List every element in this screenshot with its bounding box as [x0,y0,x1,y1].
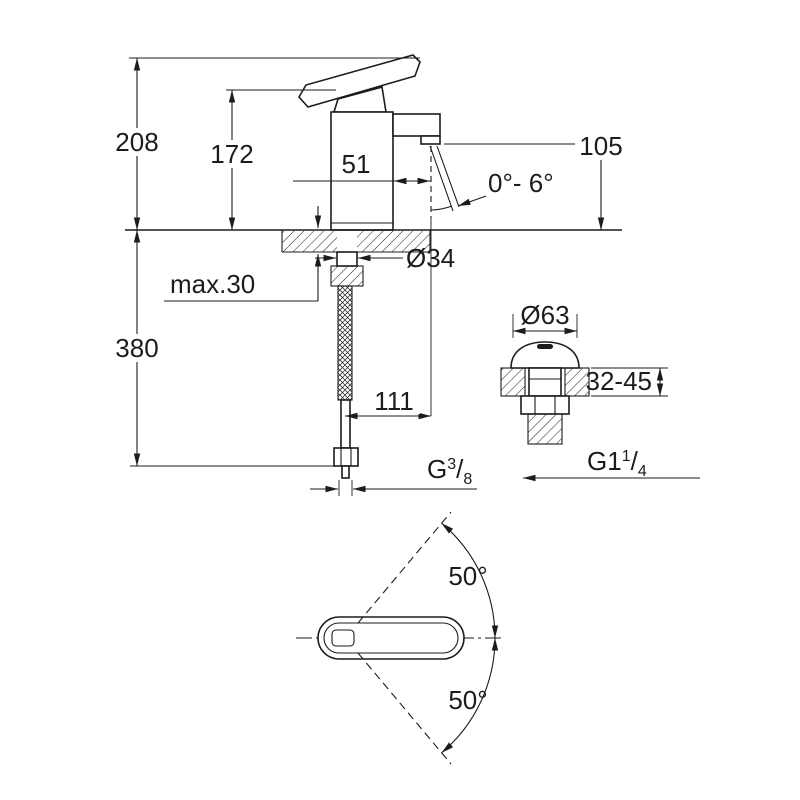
dim-bg [111,128,163,156]
dim-bg [368,388,420,414]
faucet-lever [298,54,421,108]
dim-body-diameter: Ø34 [406,243,455,273]
swivel-arc-upper [441,522,499,639]
dim-hose-length: 380 [115,333,158,363]
faucet-aerator [420,135,441,145]
drain-body-tube [528,367,562,397]
dim-lower-swivel-angle: 50° [448,685,487,715]
swivel-top-view: 50° 50° [296,511,502,765]
countertop-hatch-left [282,231,337,252]
dim-waste-thread: G11/4 [587,446,647,480]
dim-total-height: 208 [115,127,158,157]
basin-hatch-right [564,367,590,397]
swivel-ray-lower [357,652,452,765]
hose-tail [341,465,350,479]
stream-angle-arc [430,205,453,211]
water-jet-line [429,145,454,212]
swivel-ray-upper [357,511,452,624]
dim-flange-diameter: Ø63 [520,300,569,330]
dim-bg [206,140,258,168]
dim-max-counter-thickness: max.30 [170,269,255,299]
dim-upper-swivel-angle: 50° [448,561,487,591]
dim-offset: 111 [374,386,414,416]
drain-top-slot [537,344,553,349]
faucet-spout [392,113,441,137]
mounting-nut [330,265,364,287]
faucet-side-view [125,54,622,479]
dim-clamp-range: 32-45 [586,366,653,396]
drain-flange-dome [510,341,580,369]
countertop-hatch-right [357,231,430,252]
supply-hose [340,399,351,449]
dim-supply-thread: G3/8 [427,454,472,488]
faucet-shank [336,251,358,267]
swivel-arc-lower [441,637,499,754]
drain-locknut [520,395,570,415]
braided-supply-hose [337,285,353,401]
dim-spout-reach: 51 [342,149,371,179]
dim-bg [111,334,163,362]
dim-stream-angle: 0°- 6° [488,168,554,198]
dim-outlet-height: 105 [579,131,622,161]
angle-leader [457,195,487,207]
dim-bg [575,132,627,160]
hose-nut [333,447,359,467]
drain-thread [527,413,563,445]
water-jet-line-2 [436,145,460,208]
basin-hatch-left [500,367,526,397]
faucet-body [330,111,394,231]
handle-top-view-detail [331,629,355,647]
faucet-dimensions: 208 172 51 0°- 6° 105 max.30 Ø34 380 [111,57,627,496]
drain-assembly-view: Ø63 32-45 G11/4 [500,300,700,482]
dim-body-height: 172 [210,139,253,169]
